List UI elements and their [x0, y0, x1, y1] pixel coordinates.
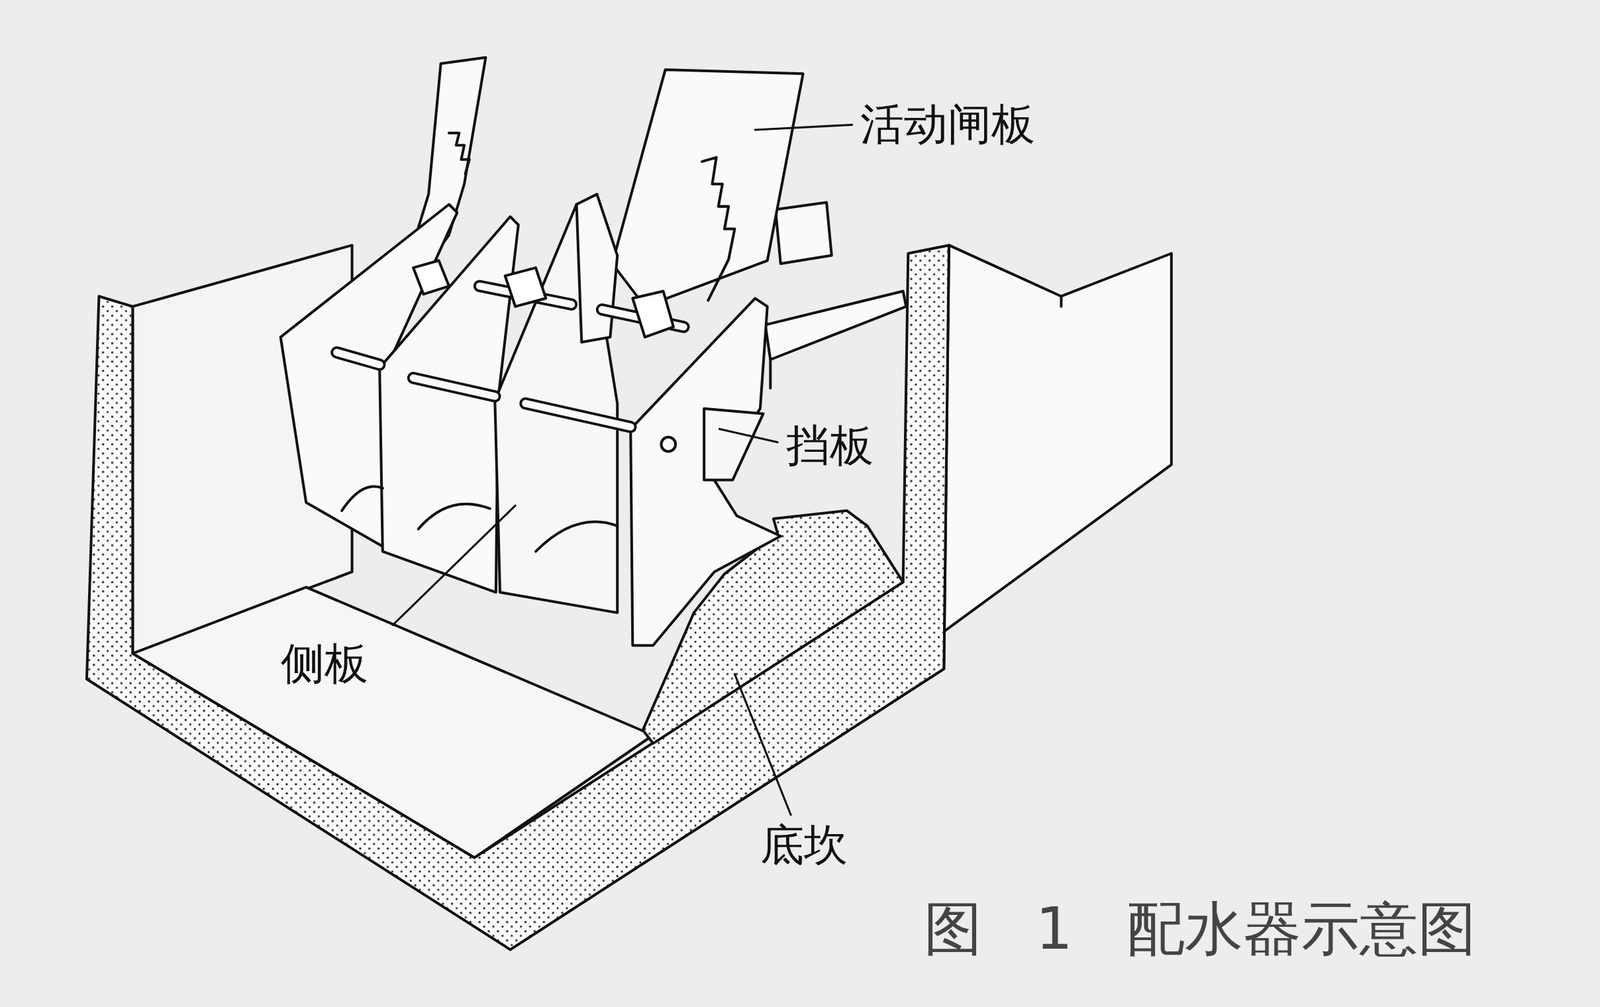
part-label: 底坎 — [760, 818, 848, 871]
part-label: 活动闸板 — [860, 98, 1036, 151]
part-label: 侧板 — [280, 637, 369, 690]
figure-caption: 图 1 配水器示意图 — [923, 893, 1477, 964]
part-label: 挡板 — [786, 419, 874, 472]
